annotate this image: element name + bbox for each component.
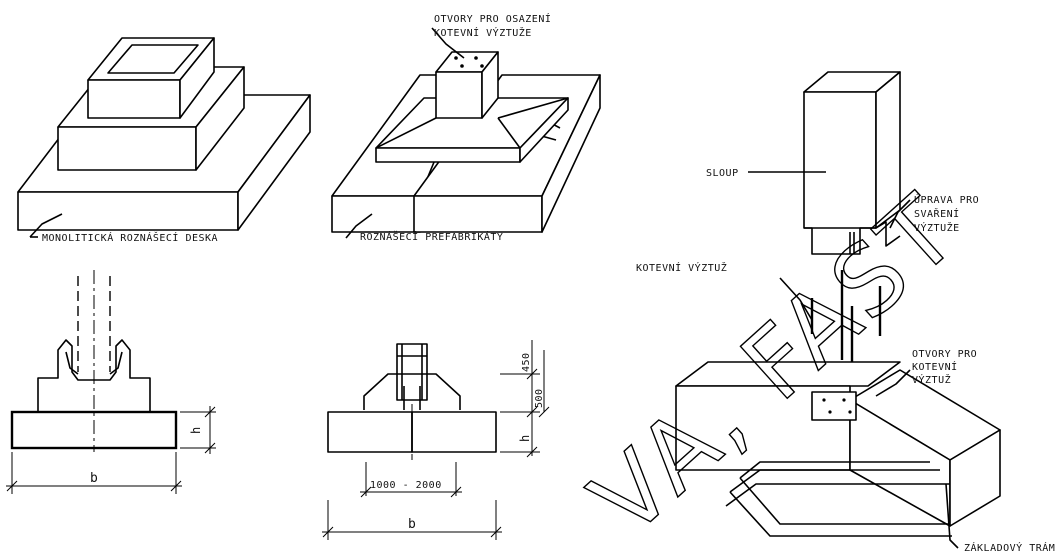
dim-450: 450 — [521, 352, 532, 372]
monolithic-footing-section — [6, 270, 216, 494]
rebar-holes-label-line1: OTVORY PRO — [912, 349, 977, 360]
weld-prep-label-line3: VÝZTUŽE — [914, 221, 960, 234]
dim-b-mid: b — [408, 517, 416, 532]
precast-footing-isometric — [331, 27, 601, 239]
dim-500: 500 — [534, 388, 545, 408]
monolithic-slab-label: MONOLITICKÁ ROZNÁŠECÍ DESKA — [42, 231, 218, 244]
dim-b-left: b — [90, 471, 98, 486]
dim-h-mid: h — [518, 434, 532, 442]
precast-footing-section — [322, 340, 550, 540]
anchor-rebar-label: KOTEVNÍ VÝZTUŽ — [636, 261, 727, 274]
rebar-holes-label-line2: KOTEVNÍ — [912, 360, 958, 373]
anchor-holes-label-line1: OTVORY PRO OSAZENÍ — [434, 12, 551, 25]
weld-prep-label-line2: SVAŘENÍ — [914, 207, 960, 220]
column-label: SLOUP — [706, 168, 739, 179]
precast-elements-label: ROZNÁŠECÍ PREFABRIKÁTY — [360, 230, 503, 243]
dim-h-left: h — [189, 426, 203, 434]
weld-prep-label-line1: ÚPRAVA PRO — [914, 193, 979, 206]
monolithic-footing-isometric — [17, 37, 311, 238]
rebar-holes-label-line3: VÝZTUŽ — [912, 373, 951, 386]
column-on-beam-isometric — [675, 71, 1001, 549]
dim-range: 1000 - 2000 — [370, 480, 442, 491]
anchor-holes-label-line2: KOTEVNÍ VÝZTUŽE — [434, 26, 532, 39]
foundation-beam-label: ZÁKLADOVÝ TRÁM — [964, 541, 1055, 554]
